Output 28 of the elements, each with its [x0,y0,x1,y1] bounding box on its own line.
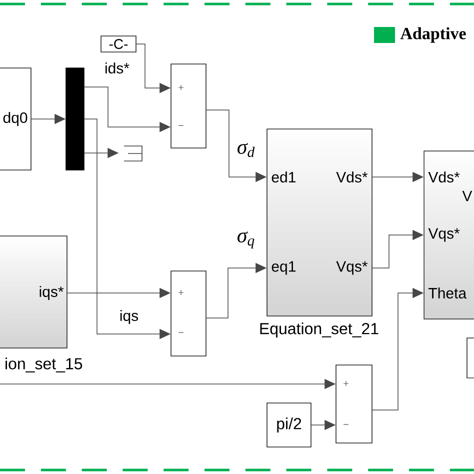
edge-label: σ$_{q}$ [236,230,256,250]
input-sign: − [344,424,348,425]
block-name: ids* [106,62,130,74]
input-sign: + [344,381,348,386]
block-name: ion_set_15 [6,358,82,372]
block-name: Equation_set_21 [260,322,378,338]
port-label: Vqs* [428,228,460,242]
edge-label: σ$_{d}$ [236,142,256,158]
port-label: iqs* [40,286,64,300]
port-label: Vds* [336,172,368,182]
legend-label: Adaptive [400,27,466,43]
port-label: Vqs* [336,261,368,275]
input-sign: − [178,332,184,333]
port-label: Vds* [428,172,460,182]
input-sign: − [178,125,184,126]
input-sign: + [178,290,184,295]
port-label: Theta [428,288,467,298]
block-label: pi/2 [277,418,302,432]
block-label: dq0 [3,112,28,126]
edge-label: iqs [118,309,140,325]
port-label: V [462,190,472,202]
port-label: ed1 [272,172,296,182]
terminator-symbol [124,146,142,162]
block-label: -C- [109,39,128,49]
demux-bar [66,68,84,170]
port-label: eq1 [272,261,296,275]
partial-block [466,338,474,378]
input-sign: + [178,85,184,90]
